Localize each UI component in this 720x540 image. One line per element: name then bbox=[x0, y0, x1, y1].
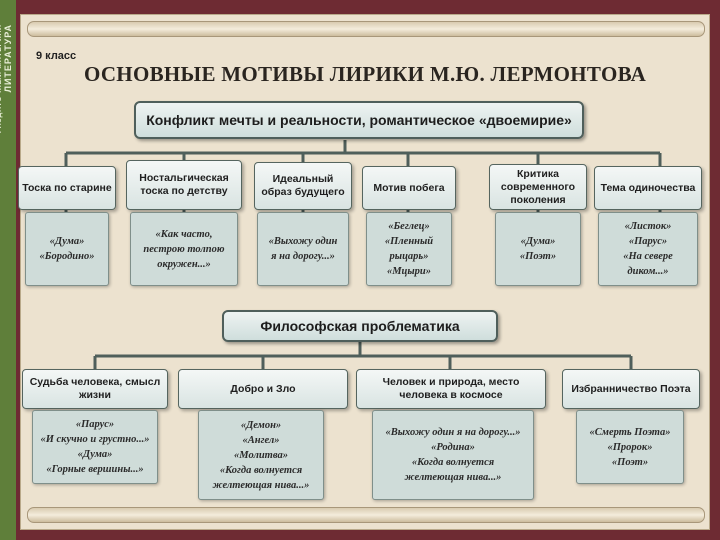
page-title: ОСНОВНЫЕ МОТИВЫ ЛИРИКИ М.Ю. ЛЕРМОНТОВА bbox=[83, 62, 647, 86]
theme-ideal-future: Идеальный образ будущего bbox=[254, 162, 352, 210]
work-title: «Родина» bbox=[431, 442, 475, 453]
theme-human-fate: Судьба человека, смысл жизни bbox=[22, 369, 168, 409]
theme-good-and-evil: Добро и Зло bbox=[178, 369, 348, 409]
work-title: «Когда волнуется bbox=[411, 457, 495, 468]
work-title: «Поэт» bbox=[611, 456, 649, 468]
work-title: «Мцыри» bbox=[386, 266, 432, 277]
work-title: окружен...» bbox=[157, 258, 211, 270]
works-list: «Как часто, пестрою толпою окружен...» bbox=[130, 212, 238, 286]
work-title: «Смерть Поэта» bbox=[589, 426, 671, 438]
top-section-heading: Конфликт мечты и реальности, романтическ… bbox=[134, 101, 584, 139]
work-title: «Горные вершины...» bbox=[46, 464, 144, 475]
works-list: «Демон» «Ангел» «Молитва» «Когда волнует… bbox=[198, 410, 324, 500]
work-title: «Выхожу один я на дорогу...» bbox=[385, 427, 521, 438]
work-title: «Как часто, bbox=[155, 228, 213, 240]
work-title: желтеющая нива...» bbox=[212, 479, 310, 491]
work-title: «Бородино» bbox=[39, 251, 95, 262]
theme-childhood-nostalgia: Ностальгическая тоска по детству bbox=[126, 160, 242, 210]
work-title: «И скучно и грустно...» bbox=[40, 434, 150, 445]
work-title: «Демон» bbox=[240, 419, 282, 431]
works-list: «Листок» «Парус» «На севере диком...» bbox=[598, 212, 698, 286]
works-list: «Дума» «Бородино» bbox=[25, 212, 109, 286]
works-list: «Смерть Поэта» «Пророк» «Поэт» bbox=[576, 410, 684, 484]
work-title: «Ангел» bbox=[242, 434, 280, 446]
work-title: я на дорогу...» bbox=[271, 251, 335, 262]
theme-poet-chosenness: Избранничество Поэта bbox=[562, 369, 700, 409]
work-title: «Когда волнуется bbox=[219, 464, 303, 476]
sidebar: ЛИТЕРАТУРА РАЗДАТОЧНЫЙ МАТЕРИАЛ bbox=[0, 0, 16, 540]
work-title: «Парус» bbox=[628, 236, 668, 247]
work-title: «Дума» bbox=[520, 236, 556, 247]
work-title: «Выхожу один bbox=[268, 236, 338, 247]
grade-label: 9 класс bbox=[36, 50, 77, 62]
work-title: «Листок» bbox=[624, 221, 672, 232]
work-title: «Дума» bbox=[77, 449, 113, 460]
theme-escape-motif: Мотив побега bbox=[362, 166, 456, 210]
theme-generation-criticism: Критика современного поколения bbox=[489, 164, 587, 210]
scroll-bottom-decoration bbox=[27, 507, 705, 523]
works-list: «Выхожу один я на дорогу...» bbox=[257, 212, 349, 286]
work-title: «Молитва» bbox=[234, 449, 288, 461]
theme-loneliness: Тема одиночества bbox=[594, 166, 702, 210]
scroll-top-decoration bbox=[27, 21, 705, 37]
work-title: «Пророк» bbox=[607, 441, 653, 453]
work-title: «Парус» bbox=[75, 419, 115, 430]
theme-longing-for-antiquity: Тоска по старине bbox=[18, 166, 116, 210]
work-title: пестрою толпою bbox=[143, 243, 225, 255]
work-title: «Дума» bbox=[49, 236, 85, 247]
work-title: «Беглец» bbox=[388, 221, 430, 232]
works-list: «Выхожу один я на дорогу...» «Родина» «К… bbox=[372, 410, 534, 500]
work-title: желтеющая нива...» bbox=[404, 472, 502, 483]
work-title: «Пленный рыцарь» bbox=[384, 236, 434, 262]
bottom-section-heading: Философская проблематика bbox=[222, 310, 498, 342]
works-list: «Беглец» «Пленный рыцарь» «Мцыри» bbox=[366, 212, 452, 286]
theme-man-and-nature: Человек и природа, место человека в косм… bbox=[356, 369, 546, 409]
work-title: «Поэт» bbox=[519, 251, 557, 262]
work-title: «На севере bbox=[623, 251, 673, 262]
works-list: «Дума» «Поэт» bbox=[495, 212, 581, 286]
works-list: «Парус» «И скучно и грустно...» «Дума» «… bbox=[32, 410, 158, 484]
work-title: диком...» bbox=[627, 266, 669, 277]
